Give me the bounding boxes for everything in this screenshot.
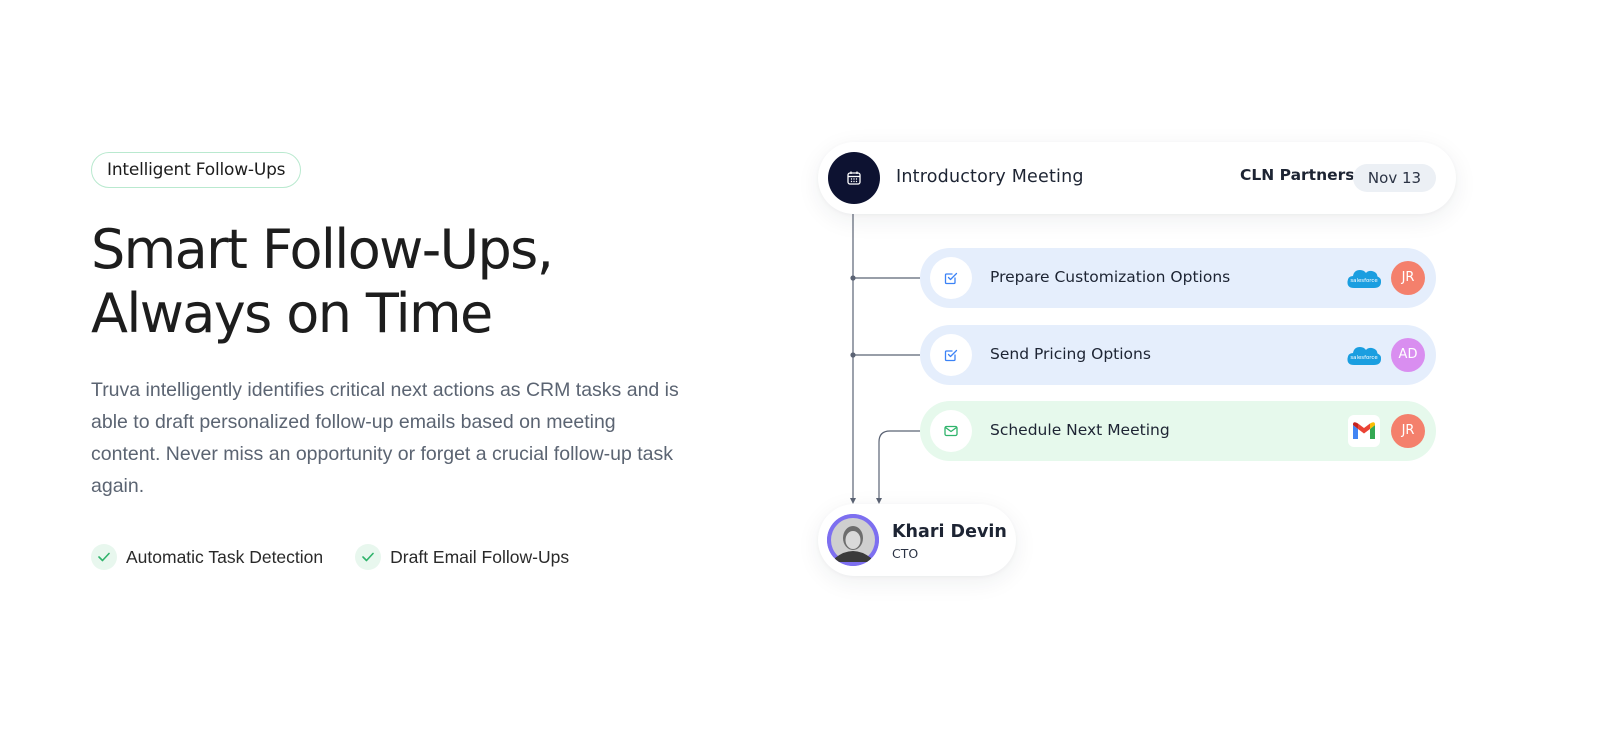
contact-role: CTO — [892, 546, 919, 561]
headline-line-1: Smart Follow-Ups, — [91, 218, 554, 281]
task-check-icon — [930, 334, 972, 376]
task-item[interactable]: Prepare Customization Options salesforce… — [920, 248, 1436, 308]
section-tag: Intelligent Follow-Ups — [91, 152, 302, 188]
task-item[interactable]: Send Pricing Options salesforce AD — [920, 325, 1436, 385]
gmail-logo — [1348, 415, 1380, 447]
assignee-avatar: AD — [1391, 338, 1425, 372]
check-icon — [91, 544, 117, 570]
task-label: Prepare Customization Options — [990, 268, 1231, 286]
headline-line-2: Always on Time — [91, 282, 493, 345]
meeting-date-badge: Nov 13 — [1353, 164, 1436, 192]
salesforce-logo: salesforce — [1347, 347, 1382, 365]
task-label: Send Pricing Options — [990, 345, 1151, 363]
salesforce-logo: salesforce — [1347, 270, 1382, 288]
contact-card[interactable]: Khari Devin CTO — [818, 504, 1016, 576]
task-label: Schedule Next Meeting — [990, 421, 1170, 439]
meeting-card[interactable]: Introductory Meeting CLN Partners Nov 13 — [818, 142, 1456, 214]
assignee-avatar: JR — [1391, 414, 1425, 448]
salesforce-wordmark: salesforce — [1350, 355, 1378, 361]
feature-item: Draft Email Follow-Ups — [355, 544, 569, 570]
mail-icon — [930, 410, 972, 452]
calendar-icon — [828, 152, 880, 204]
task-item[interactable]: Schedule Next Meeting JR — [920, 401, 1436, 461]
page-title: Smart Follow-Ups, Always on Time — [91, 218, 691, 346]
feature-list: Automatic Task Detection Draft Email Fol… — [91, 544, 691, 570]
check-icon — [355, 544, 382, 570]
feature-label: Draft Email Follow-Ups — [390, 546, 570, 567]
assignee-avatar: JR — [1391, 261, 1425, 295]
contact-name: Khari Devin — [892, 522, 1007, 542]
meeting-title: Introductory Meeting — [896, 167, 1084, 187]
avatar — [827, 514, 879, 566]
task-check-icon — [930, 257, 972, 299]
feature-label: Automatic Task Detection — [126, 546, 324, 567]
hero-description: Truva intelligently identifies critical … — [91, 379, 679, 497]
hero-section: Intelligent Follow-Ups Smart Follow-Ups,… — [91, 152, 691, 570]
salesforce-wordmark: salesforce — [1350, 278, 1378, 284]
feature-item: Automatic Task Detection — [91, 544, 323, 570]
company-name: CLN Partners — [1240, 166, 1355, 184]
